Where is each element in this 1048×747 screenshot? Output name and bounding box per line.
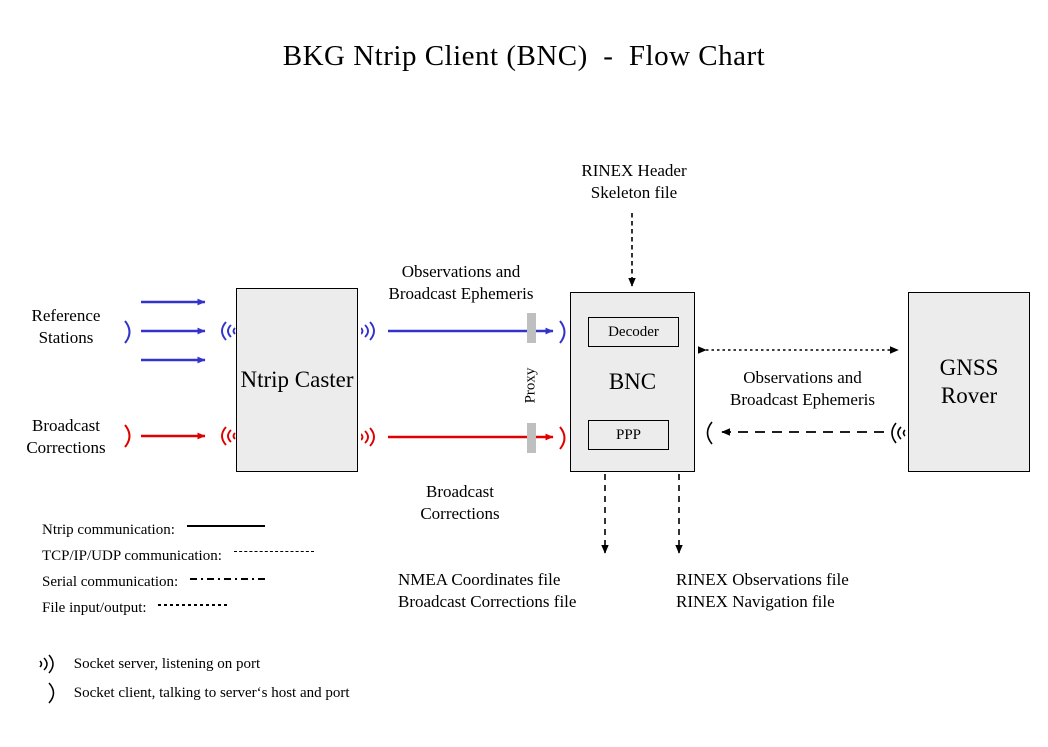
legend-socket-types: Socket server, listening on port Socket …: [38, 652, 478, 710]
socket-server-icon: [210, 421, 236, 451]
node-bnc-label: BNC: [608, 368, 657, 394]
socket-client-icon: [552, 423, 578, 453]
node-ntrip-caster[interactable]: Ntrip Caster: [236, 288, 358, 472]
legend-row-file: File input/output:: [42, 600, 372, 626]
label-observations-ephemeris-caster-to-bnc: Observations and Broadcast Ephemeris: [388, 262, 534, 303]
label-nmea-output-files: NMEA Coordinates file Broadcast Correcti…: [398, 570, 577, 611]
legend-sample-dashed-line: [233, 551, 314, 554]
legend-sample-dashdot-line: [189, 577, 268, 580]
legend-row-tcpip: TCP/IP/UDP communication:: [42, 548, 372, 574]
socket-server-icon: [210, 316, 236, 346]
socket-client-icon: [38, 681, 66, 705]
legend-row-ntrip: Ntrip communication:: [42, 522, 372, 548]
legend-label-socket-server: Socket server, listening on port: [73, 655, 261, 672]
legend-row-socket-server: Socket server, listening on port: [38, 652, 478, 681]
label-broadcast-corrections-input: Broadcast Corrections: [26, 416, 106, 457]
node-bnc[interactable]: Decoder BNC PPP: [570, 292, 695, 472]
socket-client-icon: [698, 418, 724, 448]
legend-label-ntrip: Ntrip communication:: [42, 522, 175, 539]
page-title: BKG Ntrip Client (BNC) - Flow Chart: [282, 40, 766, 72]
legend-sample-dotted-line: [158, 603, 229, 606]
legend-row-serial: Serial communication:: [42, 574, 372, 600]
proxy-bar-bottom: [527, 423, 536, 453]
node-bnc-label-wrap: BNC: [571, 293, 694, 471]
node-gnss-rover[interactable]: GNSS Rover: [908, 292, 1030, 472]
proxy-label-text: Proxy: [522, 367, 539, 403]
node-bnc-decoder-label: Decoder: [608, 323, 659, 340]
socket-client-icon: [117, 317, 143, 347]
legend-row-socket-client: Socket client, talking to server‘s host …: [38, 681, 478, 710]
socket-client-icon: [552, 317, 578, 347]
node-bnc-ppp-label: PPP: [615, 426, 642, 443]
label-rinex-output-files: RINEX Observations file RINEX Navigation…: [676, 570, 849, 611]
legend-sample-solid-line: [186, 524, 265, 529]
socket-server-icon: [880, 418, 906, 448]
socket-client-icon: [117, 421, 143, 451]
socket-server-icon: [361, 422, 387, 452]
legend-label-file: File input/output:: [42, 600, 147, 617]
label-observations-ephemeris-bnc-to-rover: Observations and Broadcast Ephemeris: [730, 368, 875, 409]
label-broadcast-corrections-caster-to-bnc: Broadcast Corrections: [420, 482, 500, 523]
node-bnc-ppp[interactable]: PPP: [588, 420, 669, 450]
label-rinex-header-skeleton-file: RINEX Header Skeleton file: [581, 161, 687, 202]
node-ntrip-caster-label: Ntrip Caster: [240, 366, 354, 392]
socket-server-icon: [38, 652, 66, 676]
node-bnc-decoder[interactable]: Decoder: [588, 317, 679, 347]
legend-label-socket-client: Socket client, talking to server‘s host …: [73, 684, 350, 701]
socket-server-icon: [361, 316, 387, 346]
node-gnss-rover-label: GNSS Rover: [939, 354, 999, 408]
label-reference-stations: Reference Stations: [31, 306, 101, 347]
legend-label-serial: Serial communication:: [42, 574, 179, 591]
proxy-bar-top: [527, 313, 536, 343]
proxy-label: Proxy: [516, 355, 546, 415]
legend-line-styles: Ntrip communication: TCP/IP/UDP communic…: [42, 522, 372, 626]
legend-label-tcpip: TCP/IP/UDP communication:: [42, 548, 222, 565]
